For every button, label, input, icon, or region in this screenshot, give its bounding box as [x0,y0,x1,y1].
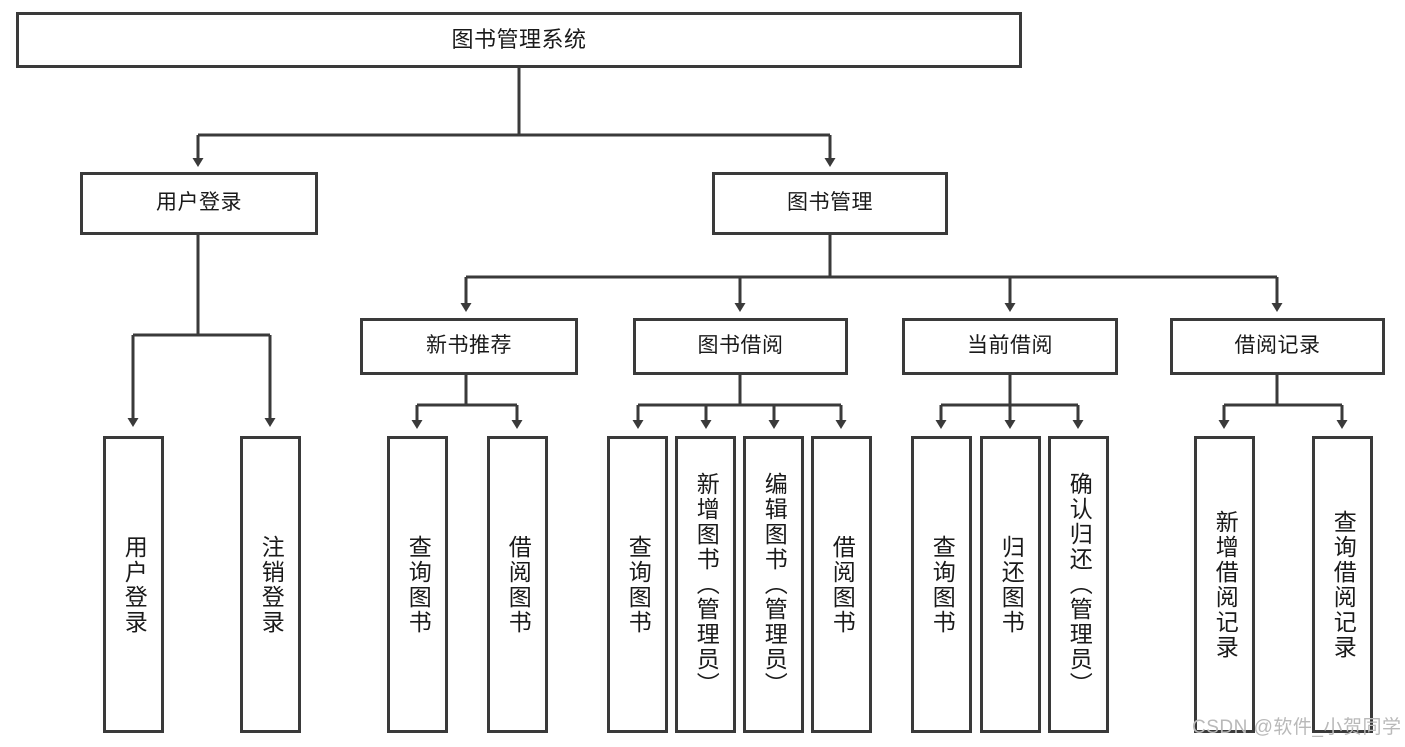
node-label: 用户登录 [156,191,242,215]
node-label: 确认归还（管理员） [1066,472,1093,697]
node-leaf-query-book-recommend[interactable]: 查询图书 [387,436,448,733]
node-label: 借阅图书 [505,534,532,635]
node-label: 当前借阅 [967,334,1053,358]
node-label: 图书借阅 [697,334,784,358]
node-label: 归还图书 [998,534,1025,635]
node-book-management[interactable]: 图书管理 [712,172,948,235]
node-leaf-add-book-admin[interactable]: 新增图书（管理员） [675,436,736,733]
node-label: 图书管理 [787,191,873,215]
node-borrow-record[interactable]: 借阅记录 [1170,318,1385,375]
node-leaf-borrow-book-recommend[interactable]: 借阅图书 [487,436,548,733]
node-leaf-confirm-return-admin[interactable]: 确认归还（管理员） [1048,436,1109,733]
node-label: 编辑图书（管理员） [761,472,788,697]
node-label: 查询图书 [929,534,956,635]
node-leaf-add-borrow-record[interactable]: 新增借阅记录 [1194,436,1255,733]
node-label: 借阅记录 [1234,334,1321,358]
node-label: 查询图书 [625,534,652,635]
node-new-book-recommend[interactable]: 新书推荐 [360,318,578,375]
node-book-borrow[interactable]: 图书借阅 [633,318,848,375]
node-user-login[interactable]: 用户登录 [80,172,318,235]
node-label: 图书管理系统 [451,27,587,53]
node-leaf-query-borrow-record[interactable]: 查询借阅记录 [1312,436,1373,733]
node-label: 新书推荐 [426,334,512,358]
node-leaf-query-book-borrow[interactable]: 查询图书 [607,436,668,733]
node-root-system[interactable]: 图书管理系统 [16,12,1022,68]
node-current-borrow[interactable]: 当前借阅 [902,318,1118,375]
node-label: 查询图书 [405,534,432,635]
node-leaf-logout[interactable]: 注销登录 [240,436,301,733]
node-leaf-edit-book-admin[interactable]: 编辑图书（管理员） [743,436,804,733]
node-leaf-query-book-current[interactable]: 查询图书 [911,436,972,733]
node-label: 用户登录 [121,534,148,635]
node-label: 注销登录 [258,534,285,635]
node-label: 查询借阅记录 [1330,509,1357,660]
node-leaf-return-book[interactable]: 归还图书 [980,436,1041,733]
node-label: 新增图书（管理员） [693,472,720,697]
node-label: 借阅图书 [829,534,856,635]
node-leaf-user-login[interactable]: 用户登录 [103,436,164,733]
node-leaf-borrow-book[interactable]: 借阅图书 [811,436,872,733]
node-label: 新增借阅记录 [1212,509,1239,660]
